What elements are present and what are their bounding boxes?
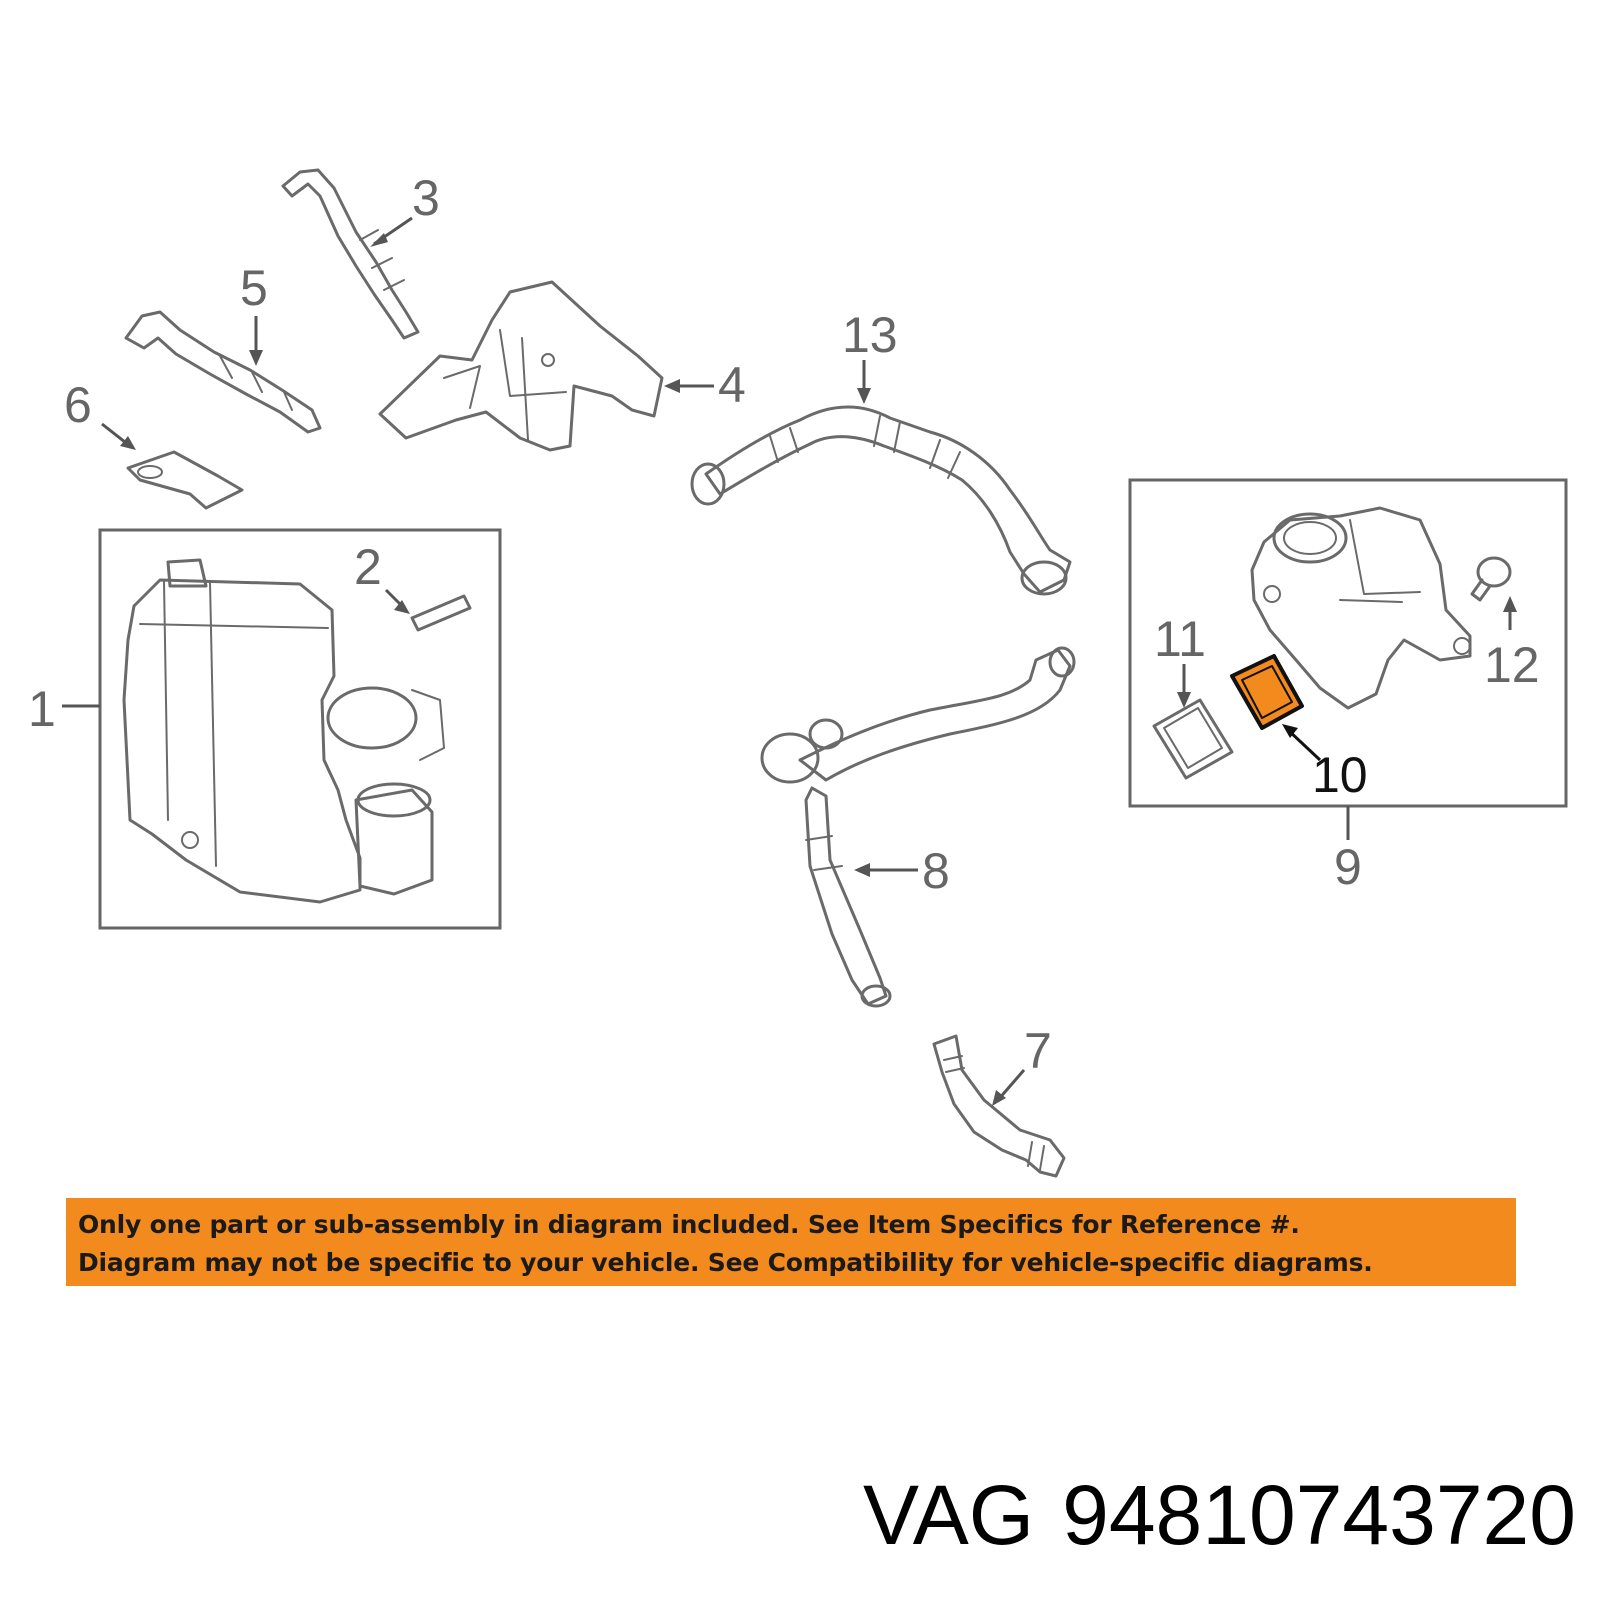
callout-3: 3 xyxy=(412,170,440,226)
arrow-5 xyxy=(249,350,263,366)
part-5-oxygen-sensor xyxy=(124,310,322,434)
arrow-13 xyxy=(857,388,871,404)
part-6-bracket xyxy=(126,450,244,510)
part-2-pin xyxy=(410,594,472,632)
part-4-heat-shield xyxy=(378,280,664,452)
callout-4: 4 xyxy=(718,357,746,413)
callout-11: 11 xyxy=(1154,611,1206,667)
disclaimer-line-2: Diagram may not be specific to your vehi… xyxy=(78,1248,1373,1277)
leader-7 xyxy=(996,1069,1026,1101)
callout-7: 7 xyxy=(1024,1023,1052,1079)
callout-1: 1 xyxy=(28,681,56,737)
part-brand: VAG xyxy=(862,1468,1035,1562)
part-8-valve-hose xyxy=(760,646,1076,1008)
callout-13: 13 xyxy=(842,307,898,363)
arrow-2 xyxy=(394,600,410,614)
arrow-8 xyxy=(854,863,870,877)
disclaimer-banner: Only one part or sub-assembly in diagram… xyxy=(66,1198,1516,1286)
part-number: 94810743720 xyxy=(1062,1468,1576,1562)
arrow-11 xyxy=(1177,692,1191,708)
part-9-oil-separator xyxy=(1250,506,1472,710)
callout-5: 5 xyxy=(240,260,268,316)
arrow-12 xyxy=(1503,596,1517,612)
leader-10 xyxy=(1286,728,1322,762)
callout-9: 9 xyxy=(1334,839,1362,895)
arrow-4 xyxy=(664,379,680,393)
arrow-3 xyxy=(370,233,388,247)
callout-2: 2 xyxy=(354,539,382,595)
arrow-6 xyxy=(120,436,136,450)
part-7-hose xyxy=(932,1034,1066,1178)
part-13-hose xyxy=(690,405,1072,596)
callout-10: 10 xyxy=(1312,747,1368,803)
part-reference: VAG 94810743720 xyxy=(863,1465,1576,1565)
arrow-7 xyxy=(992,1090,1006,1106)
group-box-1 xyxy=(98,528,502,930)
part-1-canister-assembly xyxy=(122,558,445,904)
part-12-bolt xyxy=(1470,556,1512,602)
arrow-10 xyxy=(1282,724,1298,738)
callout-12: 12 xyxy=(1484,637,1540,693)
disclaimer-line-1: Only one part or sub-assembly in diagram… xyxy=(78,1210,1300,1239)
part-11-gasket xyxy=(1152,698,1234,780)
part-10-gasket-highlighted xyxy=(1230,654,1304,730)
part-3-oxygen-sensor xyxy=(281,168,420,340)
callout-8: 8 xyxy=(922,843,950,899)
callout-6: 6 xyxy=(64,377,92,433)
